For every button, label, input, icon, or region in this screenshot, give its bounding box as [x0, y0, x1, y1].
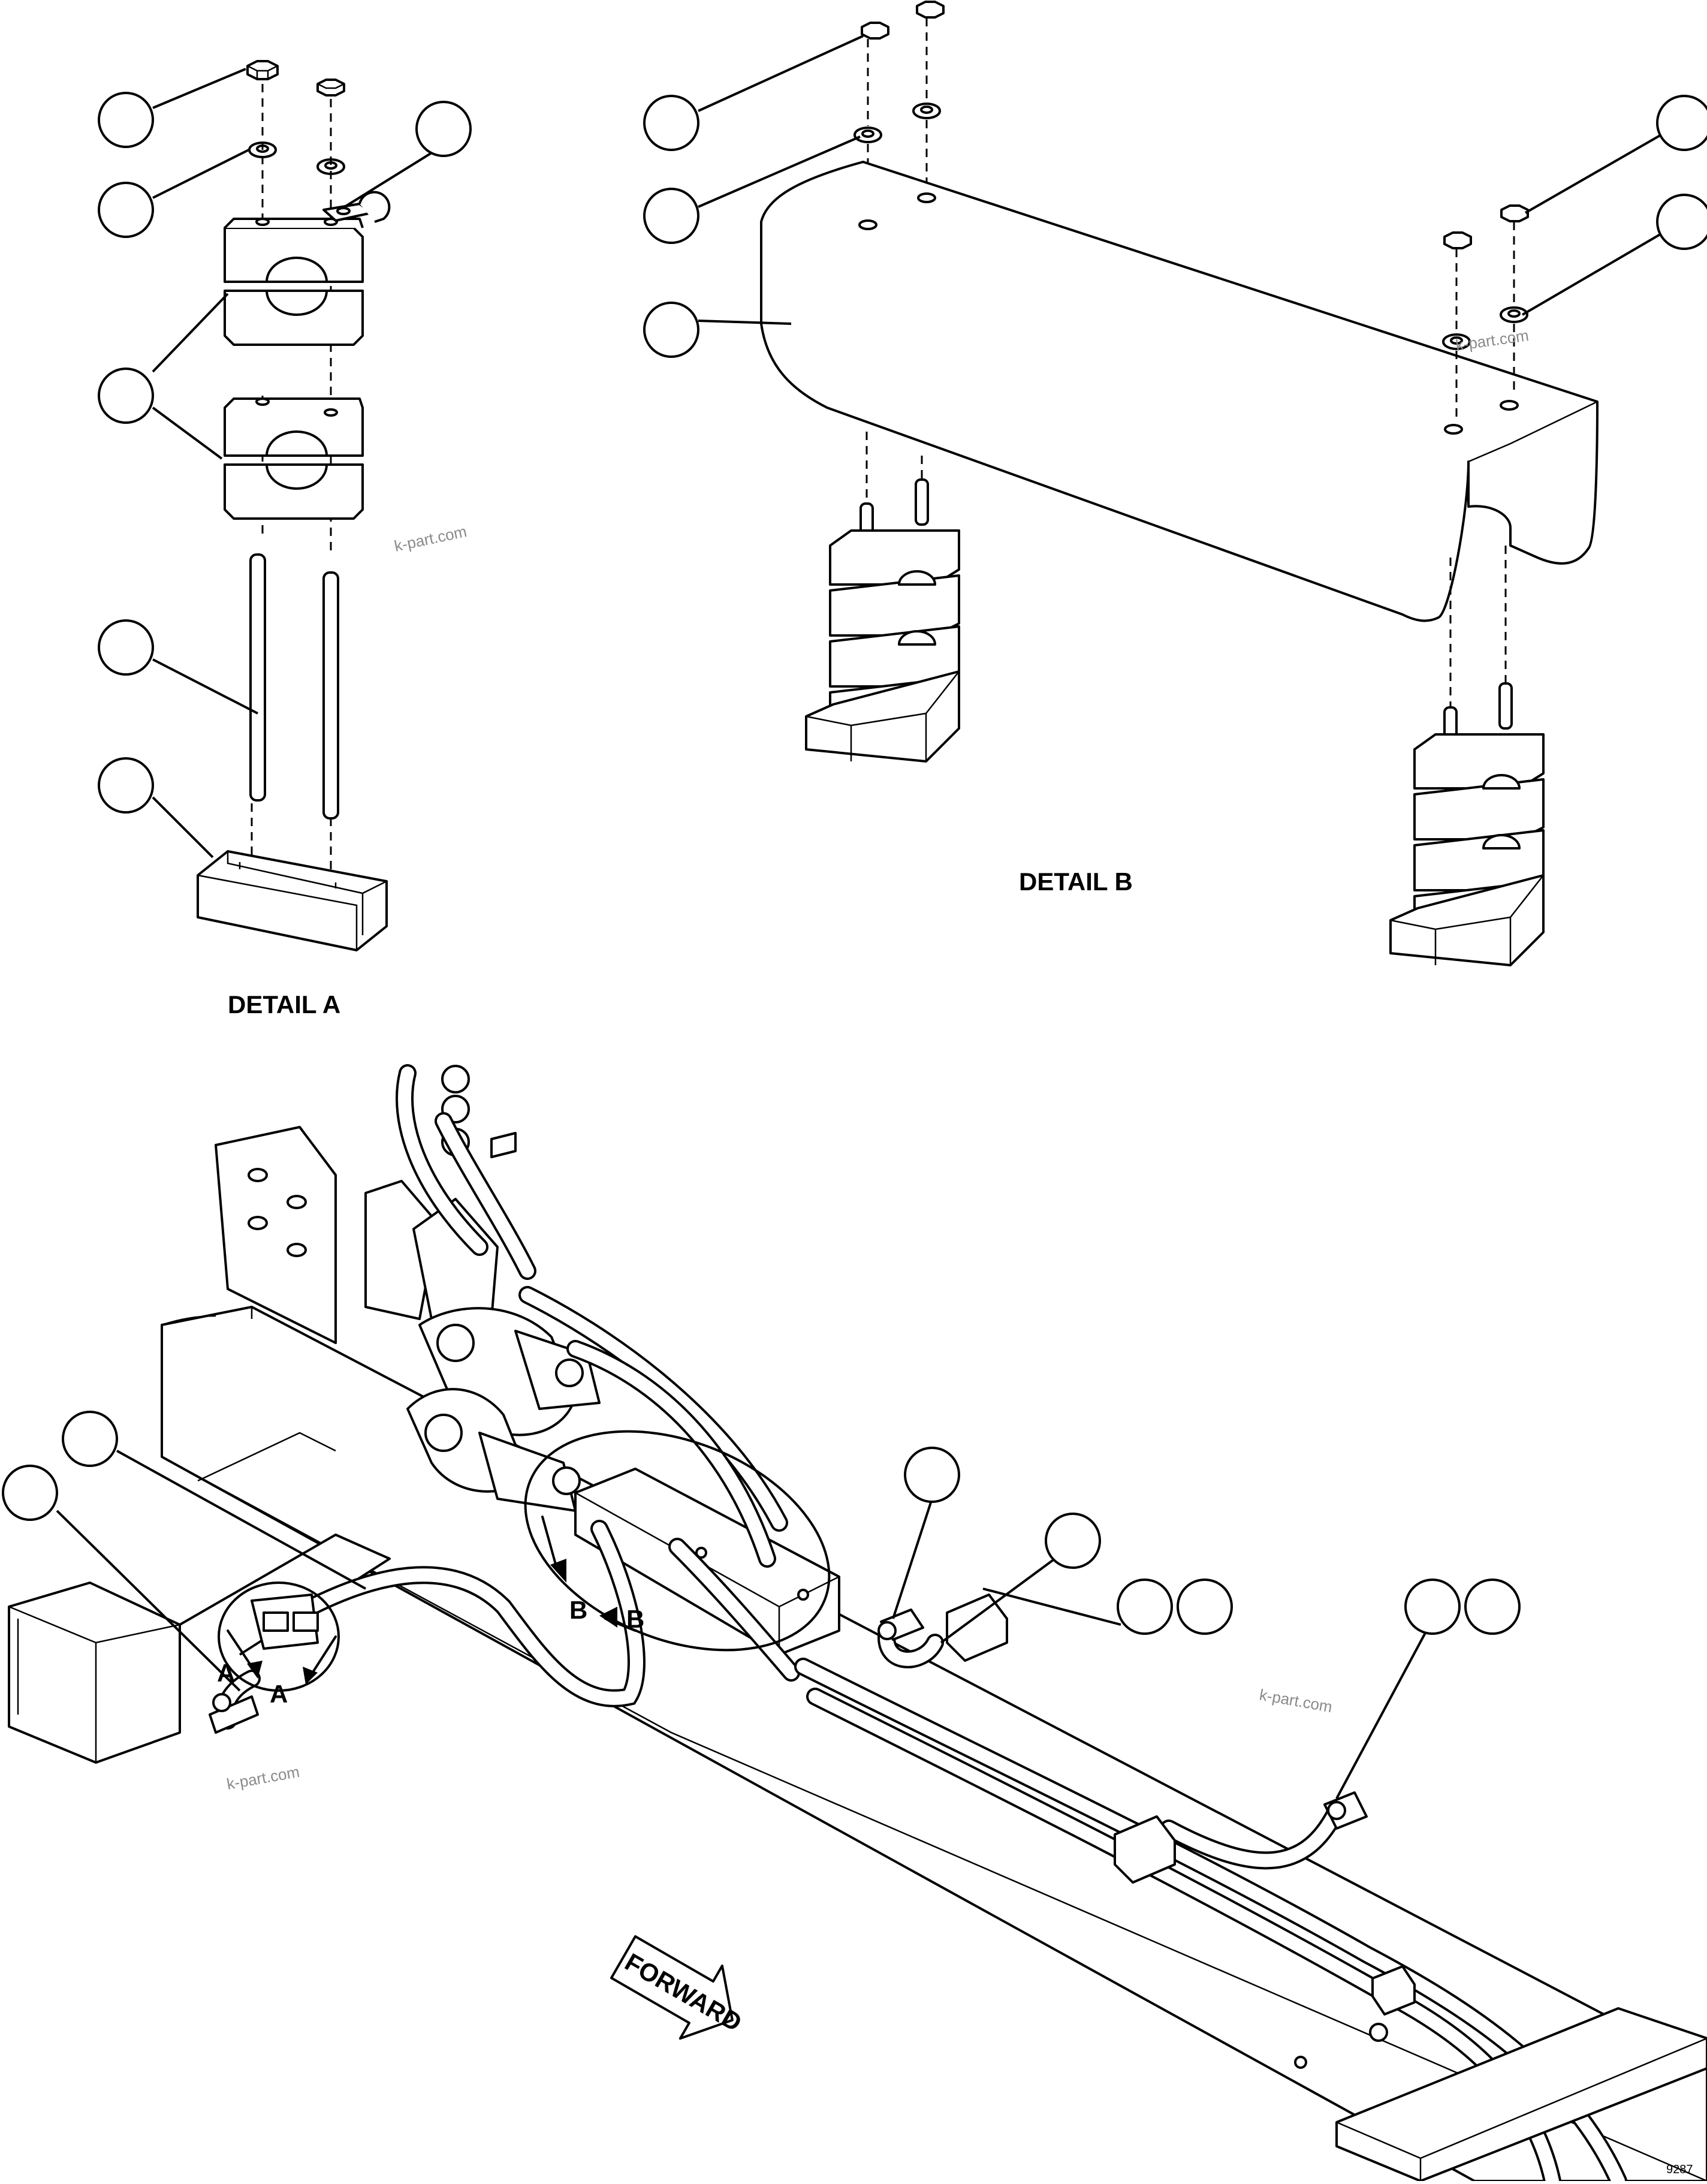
- callout-balloon: [98, 92, 154, 148]
- washer-icon: [1442, 333, 1471, 350]
- nut-icon: [1443, 231, 1472, 249]
- watermark: k-part.com: [1455, 326, 1530, 354]
- washer-icon: [912, 103, 941, 119]
- callout-balloon: [1656, 95, 1707, 151]
- elbow-fitting: [1323, 1791, 1368, 1830]
- view-marker-a: A: [217, 1659, 235, 1687]
- callout-balloon: [1177, 1578, 1233, 1635]
- callout-balloon: [643, 95, 699, 151]
- detail-a-label: DETAIL A: [228, 990, 340, 1019]
- elbow-fitting: [877, 1608, 924, 1641]
- washer-icon: [1500, 306, 1528, 323]
- washer-icon: [854, 126, 882, 143]
- callout-balloon: [1045, 1513, 1101, 1569]
- hose-clamp: [1114, 1815, 1176, 1884]
- valve-block: [574, 1468, 840, 1656]
- forward-arrow: FORWARD: [610, 1935, 747, 2040]
- cross-member: [1294, 2007, 1707, 2182]
- callout-balloon: [98, 182, 154, 238]
- mount-plate: [215, 1126, 439, 1344]
- watermark: k-part.com: [1258, 1685, 1334, 1716]
- clip-icon: [322, 191, 391, 223]
- callout-balloon: [1464, 1578, 1521, 1635]
- callout-balloon: [1656, 194, 1707, 250]
- callout-balloon: [643, 188, 699, 244]
- clamp-stack-right: [1389, 682, 1545, 966]
- nut-icon: [861, 22, 889, 40]
- callout-balloon: [904, 1447, 960, 1503]
- clamp-block-lower: [224, 397, 364, 520]
- nut-icon: [246, 60, 279, 80]
- nut-icon: [316, 79, 345, 97]
- main-assembly-view: [8, 1064, 1707, 2184]
- callout-balloon: [98, 619, 154, 676]
- stud-icon: [249, 553, 266, 802]
- pump-assembly: [406, 1198, 601, 1512]
- callout-balloon: [1117, 1578, 1173, 1635]
- watermark: k-part.com: [225, 1763, 301, 1793]
- callout-balloons: [2, 35, 1707, 1799]
- nut-icon: [916, 1, 945, 19]
- hoses: [216, 1064, 1627, 2184]
- frame-box: [8, 1432, 391, 1764]
- manifold-fittings: [209, 1593, 319, 1734]
- callout-balloon: [98, 757, 154, 814]
- callout-balloon: [1404, 1578, 1461, 1635]
- nut-icon: [1500, 204, 1529, 222]
- detail-b-assembly: [760, 1, 1599, 966]
- view-marker-a: A: [270, 1680, 288, 1708]
- detail-a-circle: [218, 1581, 340, 1692]
- detail-b-label: DETAIL B: [1019, 867, 1133, 896]
- clamp-block-upper: [224, 218, 364, 346]
- detail-b-circle: [524, 1430, 831, 1652]
- stud-icon: [322, 571, 339, 820]
- callout-balloon: [62, 1411, 118, 1467]
- clamp-stack-left: [805, 478, 960, 763]
- callout-balloon: [2, 1465, 58, 1521]
- view-marker-b: B: [626, 1605, 644, 1633]
- view-marker-b: B: [569, 1596, 587, 1624]
- hose-clamp: [946, 1593, 1008, 1662]
- sheet-reference: 9287: [1666, 2163, 1693, 2176]
- detail-a-assembly: [197, 60, 391, 951]
- callout-balloon: [643, 302, 699, 358]
- callout-balloon: [98, 367, 154, 424]
- view-arrows: [227, 1516, 637, 1685]
- channel-rail: [197, 850, 388, 951]
- hose-clamp: [1371, 1965, 1416, 2016]
- watermark: k-part.com: [393, 522, 468, 555]
- callout-balloon: [415, 101, 472, 157]
